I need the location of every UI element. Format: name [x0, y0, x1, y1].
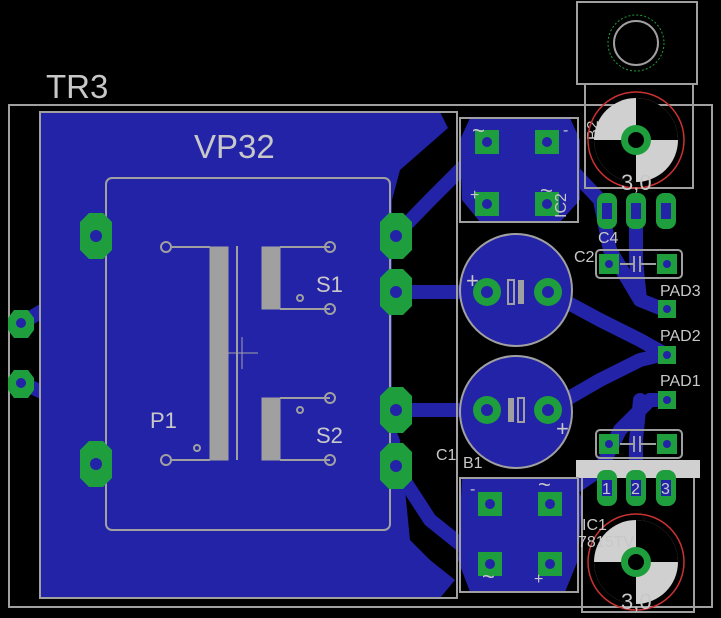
c2-outline — [459, 233, 573, 347]
transformer-outline — [39, 111, 458, 599]
pin-2: 2 — [631, 481, 640, 498]
c4-outline — [595, 249, 683, 279]
heatsink-top-value: 3,0 — [621, 170, 652, 195]
b1-minus: - — [470, 481, 475, 498]
mount-top-keepout — [587, 91, 685, 189]
c2-plus: + — [466, 268, 479, 293]
c1-outline — [459, 355, 573, 469]
label-s2: S2 — [316, 423, 343, 448]
ic2-pads — [475, 130, 559, 216]
transformer-inner — [105, 177, 391, 531]
transformer-windings — [170, 246, 330, 461]
b1-tilde-bottom: ~ — [482, 564, 495, 589]
mount-top-drill — [628, 132, 644, 148]
mount-bottom-keepout — [587, 513, 685, 611]
b1-plus: + — [534, 571, 543, 588]
label-c1: C1 — [436, 447, 457, 464]
label-p1: P1 — [150, 408, 177, 433]
winding-terminals — [160, 241, 336, 466]
c3-outline — [595, 429, 683, 459]
copper-pour-transformer — [40, 112, 455, 598]
cap-c2-copper — [460, 234, 572, 346]
b1-body — [459, 477, 579, 593]
ic2-plus: + — [470, 187, 479, 204]
pin-3: 3 — [661, 481, 670, 498]
label-c2: C2 — [574, 249, 595, 266]
label-ic1-value: 7815TV — [578, 534, 634, 551]
c1-pads — [473, 396, 562, 424]
c2-pads — [473, 278, 562, 306]
mount-bottom-drill — [628, 554, 644, 570]
label-b1: B1 — [463, 455, 483, 472]
b1-pads — [478, 492, 562, 576]
c4-pads — [599, 254, 677, 274]
heatsink-top-tab — [576, 1, 698, 85]
b1-tilde-top: ~ — [538, 472, 551, 497]
transformer-pads — [80, 213, 412, 489]
c3-pads — [599, 434, 677, 454]
label-c4: C4 — [598, 230, 619, 247]
heatsink-bottom-value: 3,0 — [621, 589, 652, 614]
board-outline — [8, 104, 713, 608]
pad3 — [658, 300, 676, 318]
c1-plus: + — [556, 416, 569, 441]
heatsink-top-keepout — [607, 14, 665, 72]
input-pads — [8, 310, 34, 398]
ic2-body — [459, 117, 579, 223]
label-pad3: PAD3 — [660, 283, 701, 300]
regulator-top-leads — [597, 193, 676, 229]
label-ic2: IC2 — [553, 193, 570, 218]
label-ic1: IC1 — [582, 517, 607, 534]
pad1 — [658, 391, 676, 409]
heatsink-top-hole — [613, 20, 659, 66]
transformer-ref: TR3 — [46, 68, 108, 105]
label-pad2: PAD2 — [660, 328, 701, 345]
regulator-bottom-leads — [597, 470, 676, 506]
label-s1: S1 — [316, 272, 343, 297]
ic2-tilde-bottom: ~ — [540, 178, 553, 203]
pad2 — [658, 346, 676, 364]
transformer-value: VP32 — [194, 128, 275, 165]
pin-1: 1 — [602, 481, 611, 498]
label-pad1: PAD1 — [660, 373, 701, 390]
ic2-tilde-top: ~ — [472, 118, 485, 143]
ic2-minus: - — [563, 122, 568, 139]
cap-c1-copper — [460, 356, 572, 468]
